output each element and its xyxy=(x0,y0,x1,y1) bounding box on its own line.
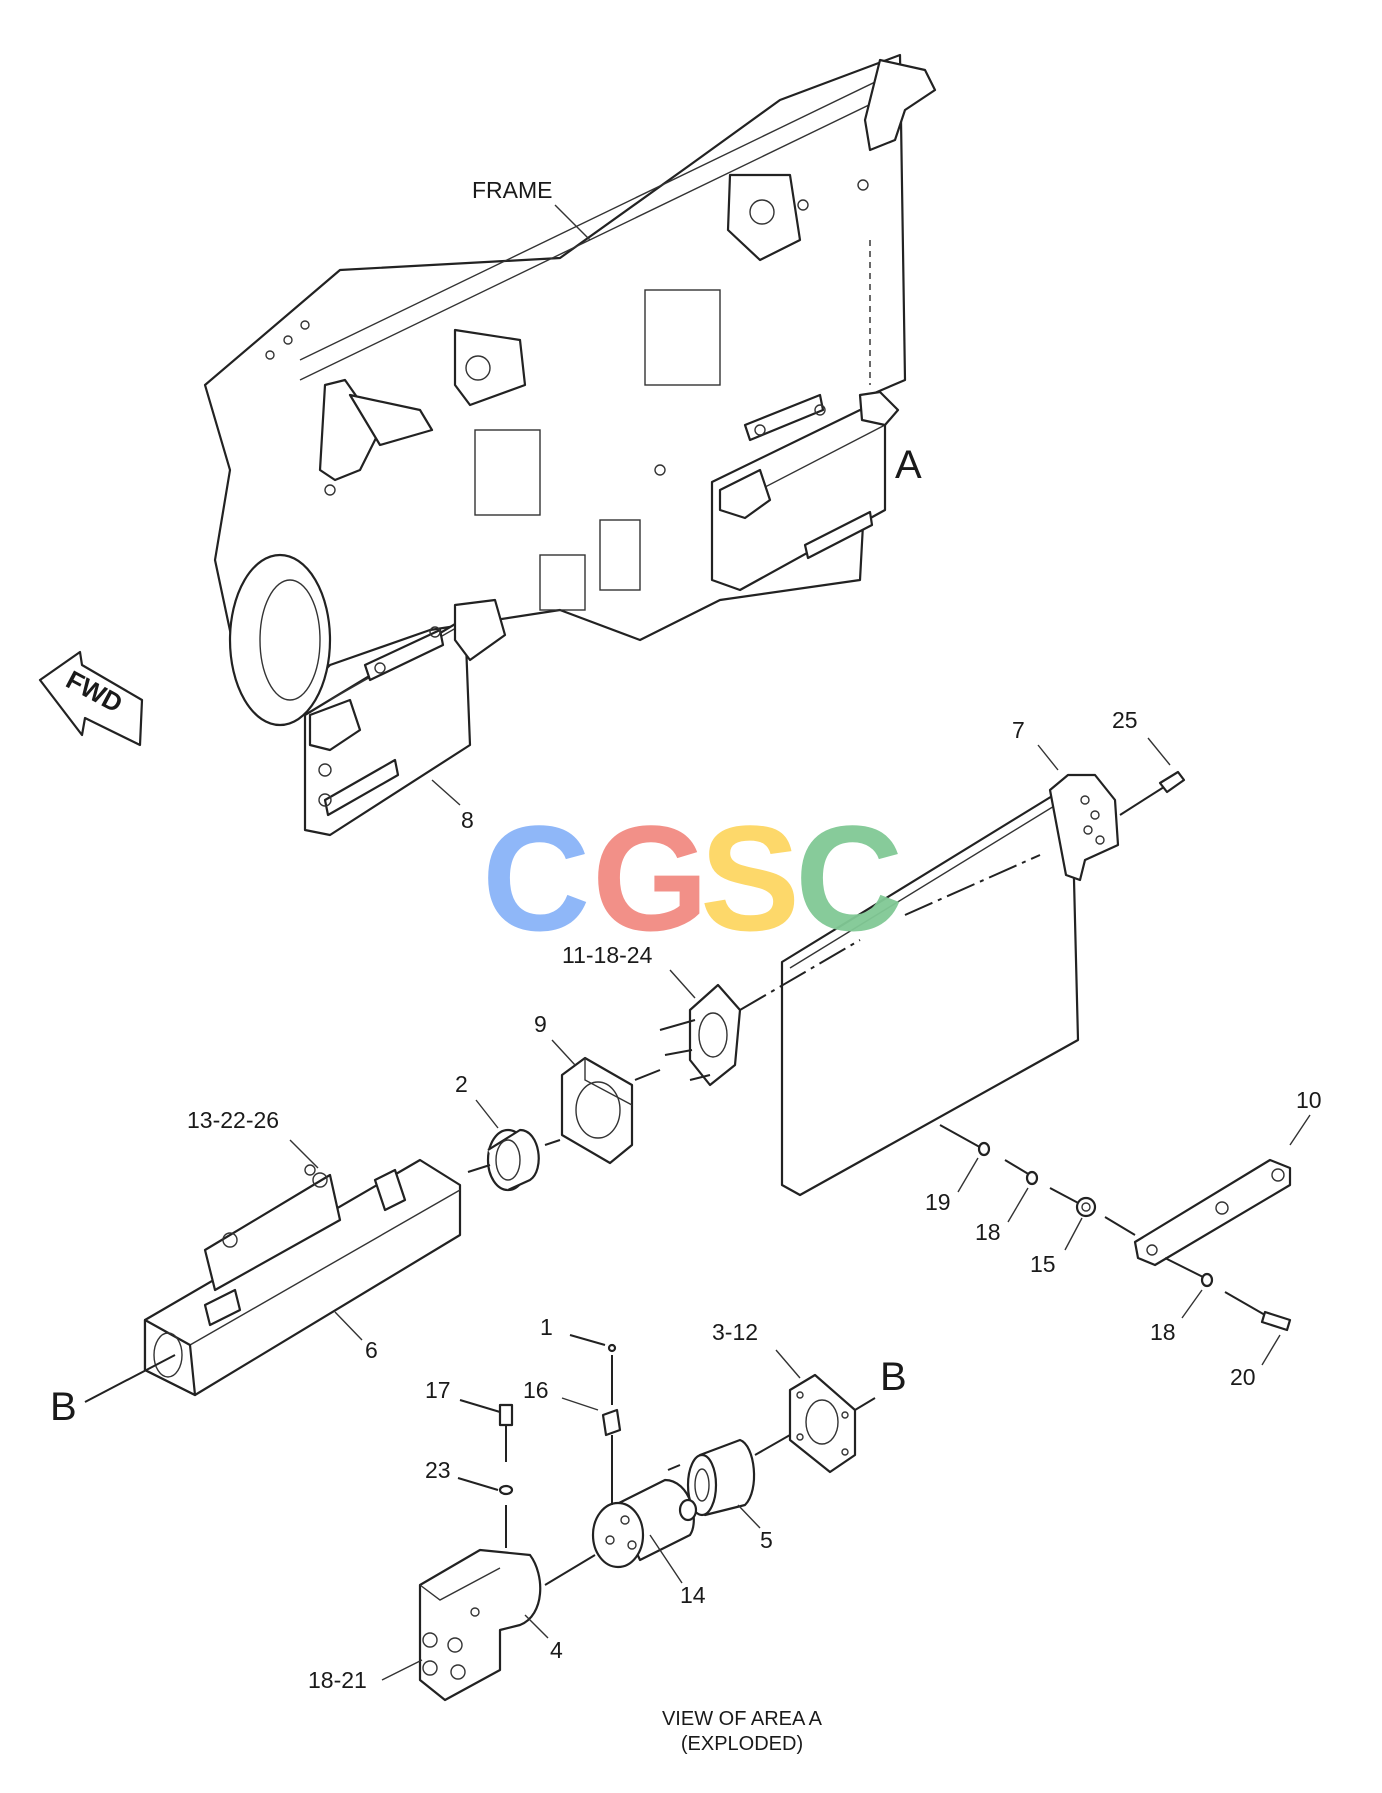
callout-18-a: 18 xyxy=(975,1219,1001,1245)
area-a-label: A xyxy=(895,443,922,487)
callout-18-b: 18 xyxy=(1150,1319,1176,1345)
adapter-9 xyxy=(560,1056,634,1165)
callout-9: 9 xyxy=(534,1011,547,1037)
watermark-letter-s: S xyxy=(700,794,800,962)
caption-line-2: (EXPLODED) xyxy=(681,1733,803,1755)
callout-7: 7 xyxy=(1012,717,1025,743)
callout-8: 8 xyxy=(461,807,474,833)
callout-3-12: 3-12 xyxy=(712,1319,758,1345)
callout-11-18-24: 11-18-24 xyxy=(562,942,653,968)
cooler-module-8 xyxy=(303,598,507,837)
callout-14: 14 xyxy=(680,1582,706,1608)
callout-13-22-26: 13-22-26 xyxy=(187,1107,279,1133)
flange-11 xyxy=(659,983,742,1087)
callout-6: 6 xyxy=(365,1337,378,1363)
watermark-letter-g: G xyxy=(592,794,709,962)
sleeve-5 xyxy=(686,1438,756,1517)
fitting-16 xyxy=(569,1334,622,1505)
callout-23: 23 xyxy=(425,1457,451,1483)
callout-17: 17 xyxy=(425,1377,451,1403)
frame-assembly xyxy=(203,53,937,727)
callout-10: 10 xyxy=(1296,1087,1322,1113)
hardware-chain xyxy=(939,1124,1292,1332)
cooler-module-a xyxy=(710,390,900,592)
fwd-arrow: FWD xyxy=(38,650,144,747)
callout-16: 16 xyxy=(523,1377,549,1403)
b-left-label: B xyxy=(50,1385,77,1429)
callout-20: 20 xyxy=(1230,1364,1256,1390)
callout-4: 4 xyxy=(550,1637,563,1663)
callout-5: 5 xyxy=(760,1527,773,1553)
sleeve-2 xyxy=(486,1128,540,1192)
callout-2: 2 xyxy=(455,1071,468,1097)
motor-14 xyxy=(591,1478,698,1569)
watermark-letter-c: C xyxy=(482,794,590,962)
callout-1: 1 xyxy=(540,1314,553,1340)
bolt-25 xyxy=(1119,770,1186,816)
callout-15: 15 xyxy=(1030,1251,1056,1277)
watermark-letter-c-2: C xyxy=(795,794,903,962)
callout-19: 19 xyxy=(925,1189,951,1215)
callout-25: 25 xyxy=(1112,707,1138,733)
duct-6 xyxy=(143,1158,462,1397)
block-4 xyxy=(418,1399,542,1702)
caption-line-1: VIEW OF AREA A xyxy=(662,1708,823,1730)
panel-7 xyxy=(780,773,1120,1197)
frame-label: FRAME xyxy=(472,177,553,203)
callout-18-21: 18-21 xyxy=(308,1667,367,1693)
b-right-label: B xyxy=(880,1355,907,1399)
watermark-logo: C G S C xyxy=(482,794,903,962)
flange-3 xyxy=(788,1373,857,1474)
